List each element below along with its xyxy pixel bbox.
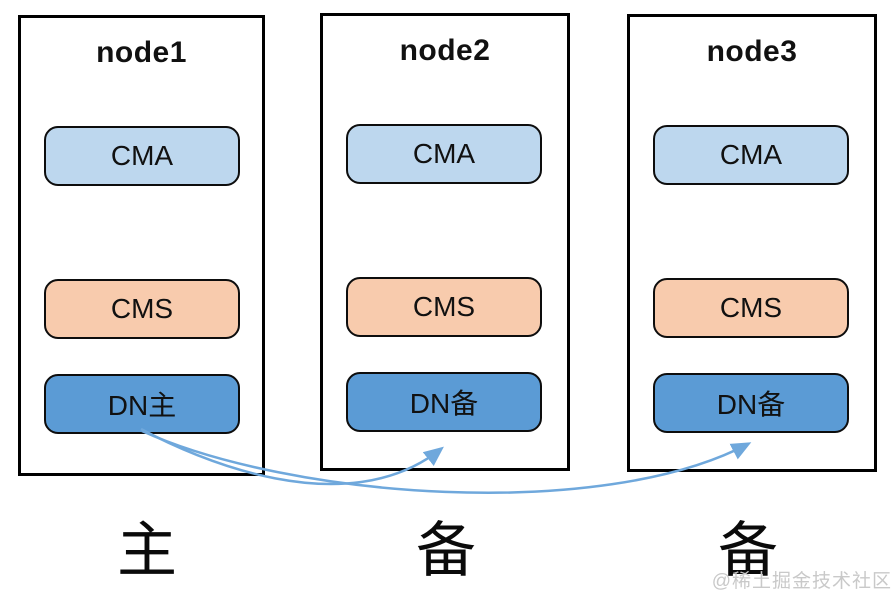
node2-dn-standby-box: DN备 [346, 372, 542, 432]
node1-cma-box: CMA [44, 126, 240, 186]
node3-cma-box: CMA [653, 125, 849, 185]
node3-cms-box: CMS [653, 278, 849, 338]
node2-cma-label: CMA [412, 138, 476, 169]
node3-dn-standby-box: DN备 [653, 373, 849, 433]
node1-role-label: 主 [117, 517, 177, 584]
node2-dn-label: DN备 [409, 388, 479, 419]
node1-container: node1 CMA CMS DN主 [18, 15, 265, 476]
node1-cms-label: CMS [110, 293, 174, 324]
node3-cms-label: CMS [719, 292, 783, 323]
watermark: @稀土掘金技术社区 [711, 571, 892, 592]
node2-role-label: 备 [416, 517, 476, 584]
node1-dn-label: DN主 [107, 390, 177, 421]
node2-cma-box: CMA [346, 124, 542, 184]
node1-title: node1 [96, 36, 187, 69]
node2-cms-label: CMS [412, 291, 476, 322]
node1-cma-label: CMA [110, 140, 174, 171]
node3-role-label: 备 [718, 517, 778, 584]
node2-title: node2 [399, 34, 491, 67]
node2-container: node2 CMA CMS DN备 [320, 13, 570, 471]
node1-cms-box: CMS [44, 279, 240, 339]
node3-cma-label: CMA [719, 139, 783, 170]
node2-cms-box: CMS [346, 277, 542, 337]
node3-title: node3 [706, 35, 798, 68]
node1-dn-primary-box: DN主 [44, 374, 240, 434]
node3-container: node3 CMA CMS DN备 [627, 14, 877, 472]
node3-dn-label: DN备 [716, 389, 786, 420]
